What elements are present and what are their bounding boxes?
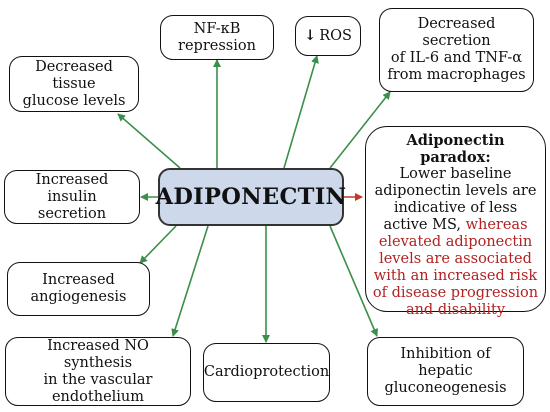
arrow-to-angio	[139, 225, 177, 264]
arrow-to-ros	[283, 55, 319, 169]
arrow-to-hepatic	[329, 225, 378, 337]
nfkb-line-2: repression	[178, 37, 256, 54]
glucose-line-1: Decreased tissue	[35, 58, 113, 92]
angiogenesis-node: Increased angiogenesis	[7, 262, 150, 316]
cardioprotection-node: Cardioprotection	[203, 343, 330, 402]
adiponectin-node: ADIPONECTIN	[155, 168, 347, 226]
paradox-black-text: Lower baseline adiponectin levels are in…	[374, 166, 537, 233]
arrow-to-glucose	[117, 113, 181, 169]
nfkb-line-1: NF-κB	[193, 20, 241, 37]
no-line-3: endothelium	[51, 388, 145, 405]
arrow-to-no	[171, 225, 209, 337]
no-line-2: in the vascular	[43, 371, 153, 388]
angio-line-2: angiogenesis	[30, 289, 127, 305]
arrow-to-il6	[329, 91, 391, 169]
paradox-title: Adiponectin paradox:	[406, 132, 505, 166]
cardio-line-1: Cardioprotection	[203, 364, 330, 380]
angio-line-1: Increased	[42, 272, 115, 288]
no-synthesis-node: Increased NO synthesis in the vascular e…	[5, 337, 191, 406]
il6-line-3: from macrophages	[387, 67, 526, 83]
nfkb-repression-node: NF-κB repression	[160, 15, 274, 60]
il6-line-2: of IL-6 and TNF-α	[390, 50, 523, 66]
insulin-line-1: Increased insulin	[35, 171, 109, 205]
il6-tnf-node: Decreased secretion of IL-6 and TNF-α fr…	[379, 8, 534, 92]
glucose-node: Decreased tissue glucose levels	[9, 56, 139, 112]
il6-line-1: Decreased secretion	[417, 16, 496, 49]
down-arrow-icon: ↓	[304, 27, 317, 44]
insulin-node: Increased insulin secretion	[4, 170, 140, 224]
paradox-red-text: whereas elevated adiponectin levels are …	[372, 217, 539, 318]
insulin-line-2: secretion	[37, 205, 107, 222]
ros-label: ROS	[319, 28, 352, 44]
glucose-line-2: glucose levels	[22, 92, 126, 109]
hepatic-line-1: Inhibition of hepatic	[400, 346, 491, 379]
adiponectin-label: ADIPONECTIN	[155, 184, 347, 210]
no-line-1: Increased NO synthesis	[47, 337, 149, 371]
hepatic-line-2: gluconeogenesis	[384, 380, 507, 396]
hepatic-node: Inhibition of hepatic gluconeogenesis	[367, 337, 524, 406]
adiponectin-paradox-node: Adiponectin paradox: Lower baseline adip…	[365, 126, 546, 318]
ros-node: ↓ROS	[295, 16, 361, 56]
